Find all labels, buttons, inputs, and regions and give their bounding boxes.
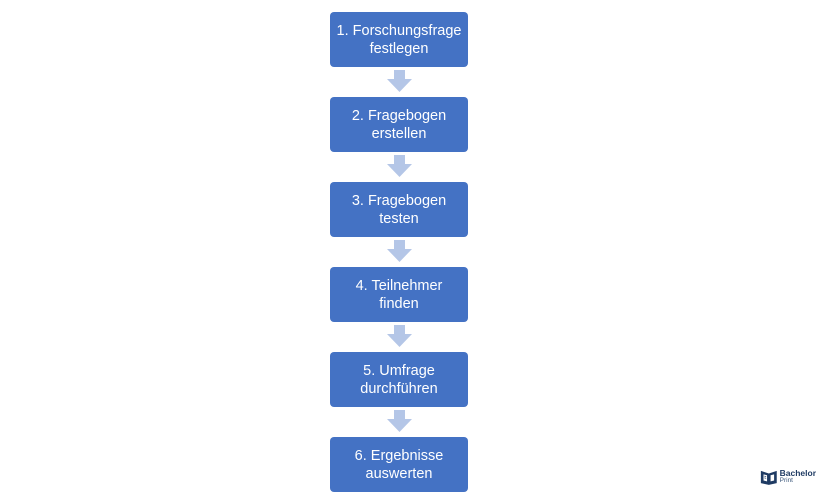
step-1-label-line2: festlegen — [369, 40, 429, 57]
down-arrow-icon — [387, 155, 412, 177]
step-3-label-line1: 3. Fragebogen — [351, 192, 447, 209]
step-box-4: 4. Teilnehmer finden — [330, 267, 468, 322]
step-6-label-line1: 6. Ergebnisse — [354, 447, 444, 464]
step-box-6: 6. Ergebnisse auswerten — [330, 437, 468, 492]
step-box-1: 1. Forschungsfrage festlegen — [330, 12, 468, 67]
step-box-3: 3. Fragebogen testen — [330, 182, 468, 237]
down-arrow-icon — [387, 410, 412, 432]
step-2-label-line1: 2. Fragebogen — [351, 107, 447, 124]
step-1-label-line1: 1. Forschungsfrage — [336, 22, 462, 39]
down-arrow-icon — [387, 325, 412, 347]
step-3-label-line2: testen — [379, 210, 419, 227]
step-4-label-line2: finden — [379, 295, 419, 312]
step-box-5: 5. Umfrage durchführen — [330, 352, 468, 407]
bachelorprint-logo: Bachelor Print — [760, 466, 816, 488]
down-arrow-icon — [387, 240, 412, 262]
logo-text-line2: Print — [779, 477, 793, 484]
step-2-label-line2: erstellen — [371, 125, 427, 142]
step-box-2: 2. Fragebogen erstellen — [330, 97, 468, 152]
down-arrow-icon — [387, 70, 412, 92]
step-5-label-line1: 5. Umfrage — [363, 362, 435, 379]
logo-text-line1: Bachelor — [779, 468, 816, 478]
step-4-label-line1: 4. Teilnehmer — [355, 277, 443, 294]
step-5-label-line2: durchführen — [360, 380, 438, 397]
book-logo-icon — [760, 470, 777, 485]
step-6-label-line2: auswerten — [365, 465, 433, 482]
